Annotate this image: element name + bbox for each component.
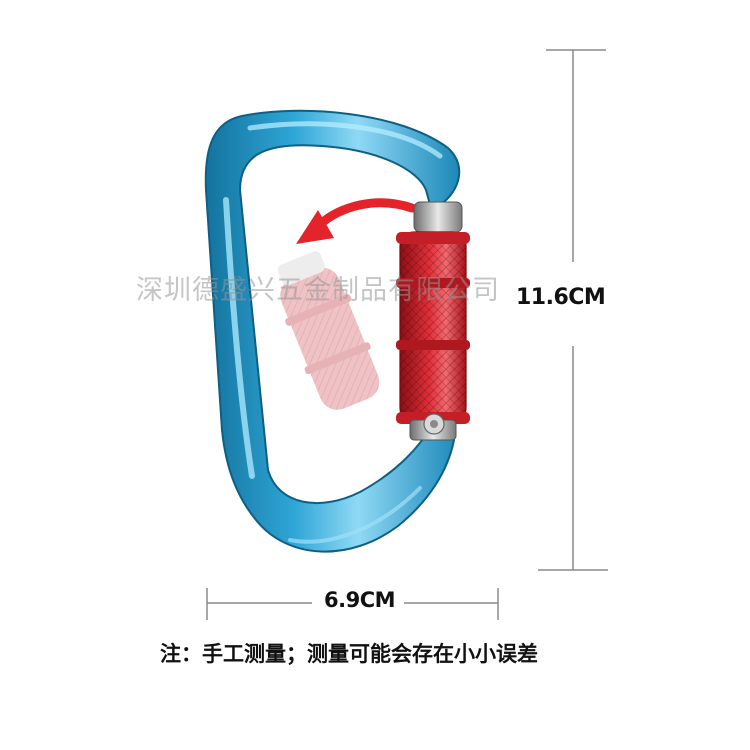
gate-top-cap: [413, 201, 463, 233]
watermark-text: 深圳德盛兴五金制品有限公司: [136, 275, 500, 306]
width-dimension-label: 6.9CM: [318, 588, 402, 612]
carabiner-frame: [204, 109, 461, 553]
height-dimension-label: 11.6CM: [512, 283, 610, 312]
height-dimension-line: [538, 49, 608, 571]
gate-locking-sleeve: [396, 231, 470, 424]
ghost-gate-sleeve: [277, 251, 380, 410]
width-dimension-line: [206, 588, 499, 620]
measurement-note: 注：手工测量；测量可能会存在小小误差: [160, 642, 538, 666]
rotation-arrow-icon: [296, 198, 417, 244]
gate-pin: [409, 413, 457, 441]
